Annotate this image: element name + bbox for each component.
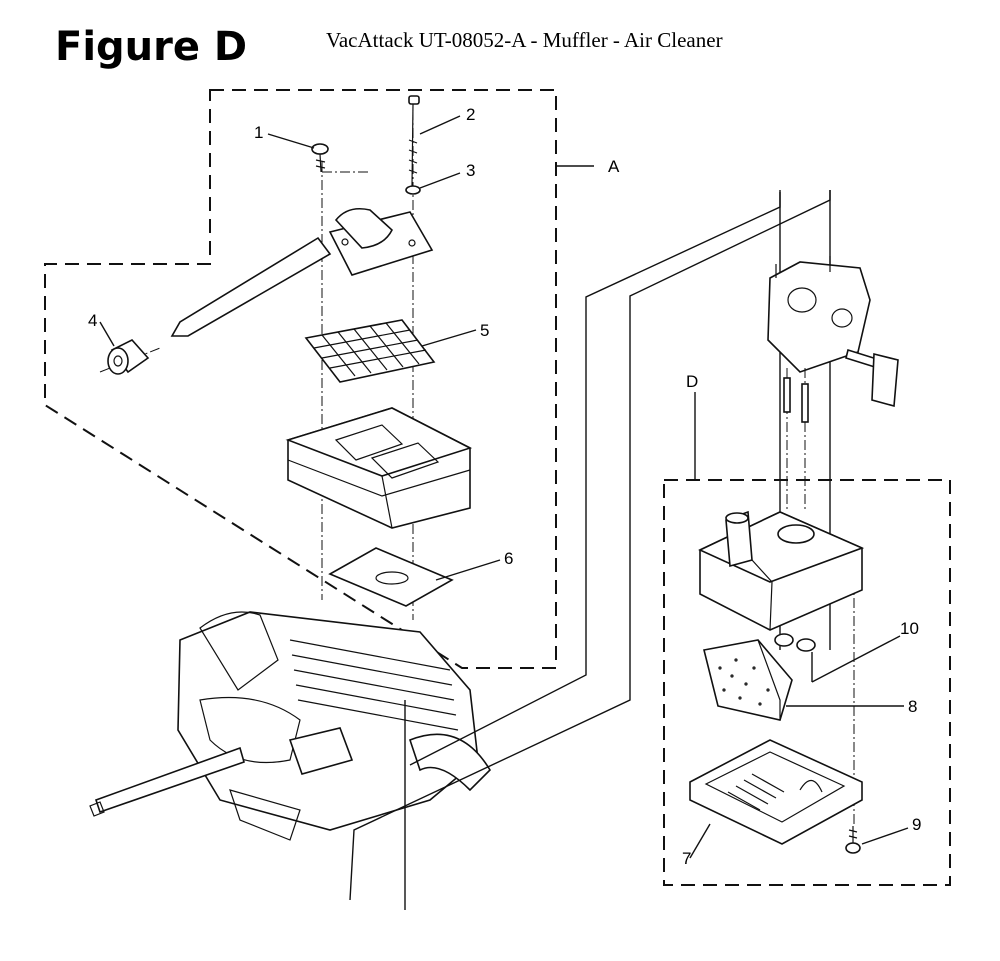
group-a-label: A [608,157,620,176]
callout-10: 10 [900,619,919,638]
callout-1: 1 [254,123,263,142]
callout-8: 8 [908,697,917,716]
muffler-washer [405,185,421,195]
carburetor-studs [783,377,809,423]
air-cleaner-nuts [774,633,816,652]
muffler-screw [311,143,329,173]
figure-label: Figure D [55,24,247,70]
carburetor [767,256,899,408]
air-cleaner-case [698,510,865,631]
group-a-boundary [44,89,557,669]
muffler-long-bolt [408,95,420,187]
engine-block [89,611,492,841]
callout-9: 9 [912,815,921,834]
group-d-boundary [663,479,951,886]
muffler-body [285,407,473,529]
muffler-cover [170,207,434,337]
callout-2: 2 [466,105,475,124]
document-title: VacAttack UT-08052-A - Muffler - Air Cle… [326,28,723,52]
air-cleaner-base [689,739,863,845]
group-d-label: D [686,372,698,391]
callout-3: 3 [466,161,475,180]
spark-arrestor-plug [107,339,150,375]
muffler-gasket [328,547,454,607]
callout-5: 5 [480,321,489,340]
callout-4: 4 [88,311,97,330]
callout-leaders [99,115,909,859]
air-cleaner-screw [845,826,861,854]
callout-6: 6 [504,549,513,568]
air-cleaner-element [703,639,793,721]
muffler-screen [304,319,436,383]
callout-7: 7 [682,849,691,868]
